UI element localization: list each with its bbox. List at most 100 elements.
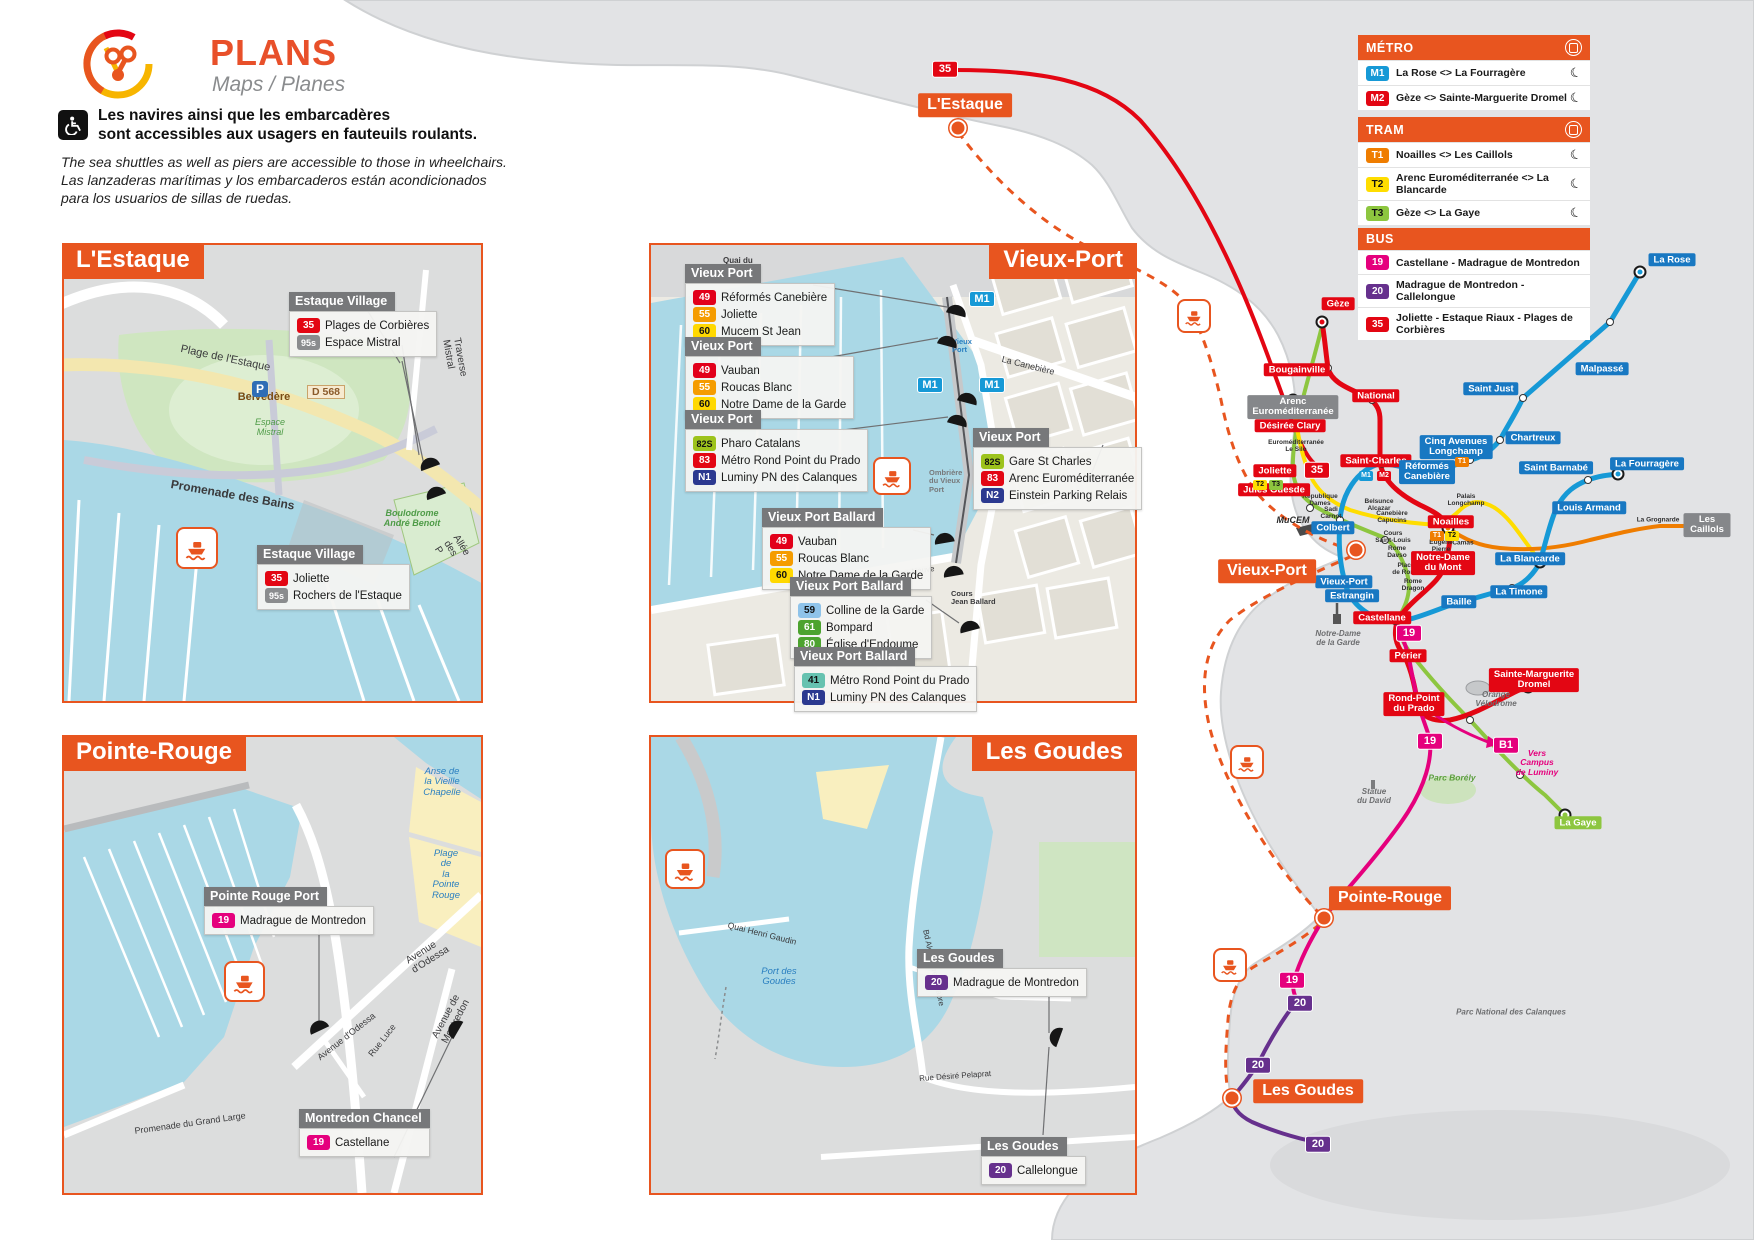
line-badge-T1: T1: [1455, 456, 1469, 467]
line-badge-M1: M1: [979, 377, 1005, 393]
inset-title-vieuxport: Vieux-Port: [989, 243, 1137, 279]
legend-row-text: Madrague de Montredon - Callelongue: [1396, 279, 1525, 303]
line-badge-59: 59: [798, 603, 821, 618]
line-badge-19: 19: [307, 1135, 330, 1150]
station-label: La Grognarde: [1636, 516, 1680, 524]
station-label: Réformés Canebière: [1399, 460, 1455, 484]
line-badge-83: 83: [981, 471, 1004, 486]
line-badge-60: 60: [693, 324, 716, 339]
line-badge-20: 20: [1366, 283, 1389, 299]
street-label: Ombrière du Vieux Port: [929, 468, 963, 494]
ferry-pier-icon: [1230, 745, 1264, 779]
station-label: Les Caillols: [1683, 513, 1731, 537]
stop-destination: Pharo Catalans: [721, 437, 801, 450]
line-badge-T1: T1: [1430, 530, 1444, 541]
legend-icon-glyph: [1569, 124, 1578, 135]
ferry-pier-icon: [665, 849, 705, 889]
ferry-glyph: [1221, 960, 1237, 975]
station-label: Baille: [1441, 595, 1477, 609]
stop-info-title: Vieux Port: [685, 264, 761, 283]
station-label: Louis Armand: [1552, 501, 1626, 515]
station-label: Statue du David: [1357, 787, 1391, 805]
station-label: Notre-Dame de la Garde: [1315, 629, 1361, 647]
station-label: Orange Vélodrome: [1475, 690, 1517, 708]
stop-destination: Métro Rond Point du Prado: [830, 674, 970, 687]
station-label: MuCEM: [1276, 515, 1310, 526]
route-badge-35: 35: [932, 59, 958, 78]
line-badge-N2: N2: [981, 488, 1004, 503]
station-label: Sainte-Marguerite Dromel: [1488, 668, 1580, 692]
mini-line-badge-T1: T1: [1455, 450, 1469, 468]
stop-destination: Colline de la Garde: [826, 604, 925, 617]
legend-row-text: Gèze <> La Gaye: [1396, 207, 1481, 219]
route-badge-35: 35: [1304, 460, 1330, 479]
page-subtitle: Maps / Planes: [212, 73, 346, 96]
stop-info-title: Pointe Rouge Port: [204, 887, 328, 906]
station-label: Cinq Avenues Longchamp: [1419, 435, 1493, 459]
line-badge-35: 35: [297, 318, 320, 333]
station-label: La Rose: [1648, 253, 1696, 267]
ferry-pier-icon: [873, 457, 911, 495]
metro-m1-badge: M1: [969, 289, 995, 307]
station-label: Estrangin: [1325, 589, 1379, 603]
station-label: Les Goudes: [1253, 1079, 1363, 1103]
road-number-badge: D 568: [307, 385, 346, 399]
ferry-glyph: [1238, 757, 1254, 772]
legend-row-text: Castellane - Madrague de Montredon: [1396, 256, 1580, 269]
inset-title-pointerouge: Pointe-Rouge: [62, 735, 246, 771]
stop-destination: Bompard: [826, 621, 873, 634]
bus-19-line: [1291, 624, 1433, 1002]
ferry-port-node: [949, 119, 967, 137]
legend-row-text: Gèze <> Sainte-Marguerite Dromel: [1396, 92, 1567, 104]
stop-destination: Madrague de Montredon: [953, 976, 1079, 989]
ferry-glyph: [233, 975, 253, 994]
station-dot: [1516, 771, 1524, 779]
line-badge-35: 35: [265, 571, 288, 586]
line-badge-19: 19: [1417, 732, 1443, 750]
station-label: Euroméditerranée Le Silo: [1268, 438, 1324, 453]
stop-destination: Réformés Canebière: [721, 291, 828, 304]
station-dot: [1466, 716, 1474, 724]
station-label: Saint Just: [1463, 382, 1519, 396]
place-label: Anse de la Vieille Chapelle: [423, 766, 461, 798]
station-label: Chartreux: [1505, 431, 1561, 445]
inset-title-goudes: Les Goudes: [971, 735, 1137, 771]
sea-shuttle-route: [956, 131, 1353, 1091]
line-badge-82S: 82S: [693, 436, 716, 451]
line-badge-M1: M1: [969, 291, 995, 307]
line-badge-35: 35: [1366, 316, 1389, 332]
station-dot: [1381, 536, 1389, 544]
ferry-glyph: [186, 542, 206, 561]
station-label: Sadi Carnot: [1320, 505, 1342, 520]
station-label: Gèze: [1321, 297, 1355, 311]
line-badge-19: 19: [212, 913, 235, 928]
line-badge-35: 35: [932, 60, 958, 78]
stop-destination: Einstein Parking Relais: [1009, 489, 1128, 502]
place-label: Plage de la Pointe Rouge: [432, 848, 460, 901]
pointe-rouge-map: [62, 737, 484, 1194]
line-badge-35: 35: [1304, 461, 1330, 479]
ferry-pier-icon: [176, 527, 218, 569]
station-dot: [1306, 504, 1314, 512]
station-label: Belsunce Alcazar: [1364, 497, 1394, 512]
stop-info-title: Montredon Chancel: [299, 1109, 430, 1128]
accessibility-translations: The sea shuttles as well as piers are ac…: [61, 154, 507, 206]
route-badge-19: 19: [1417, 731, 1443, 750]
